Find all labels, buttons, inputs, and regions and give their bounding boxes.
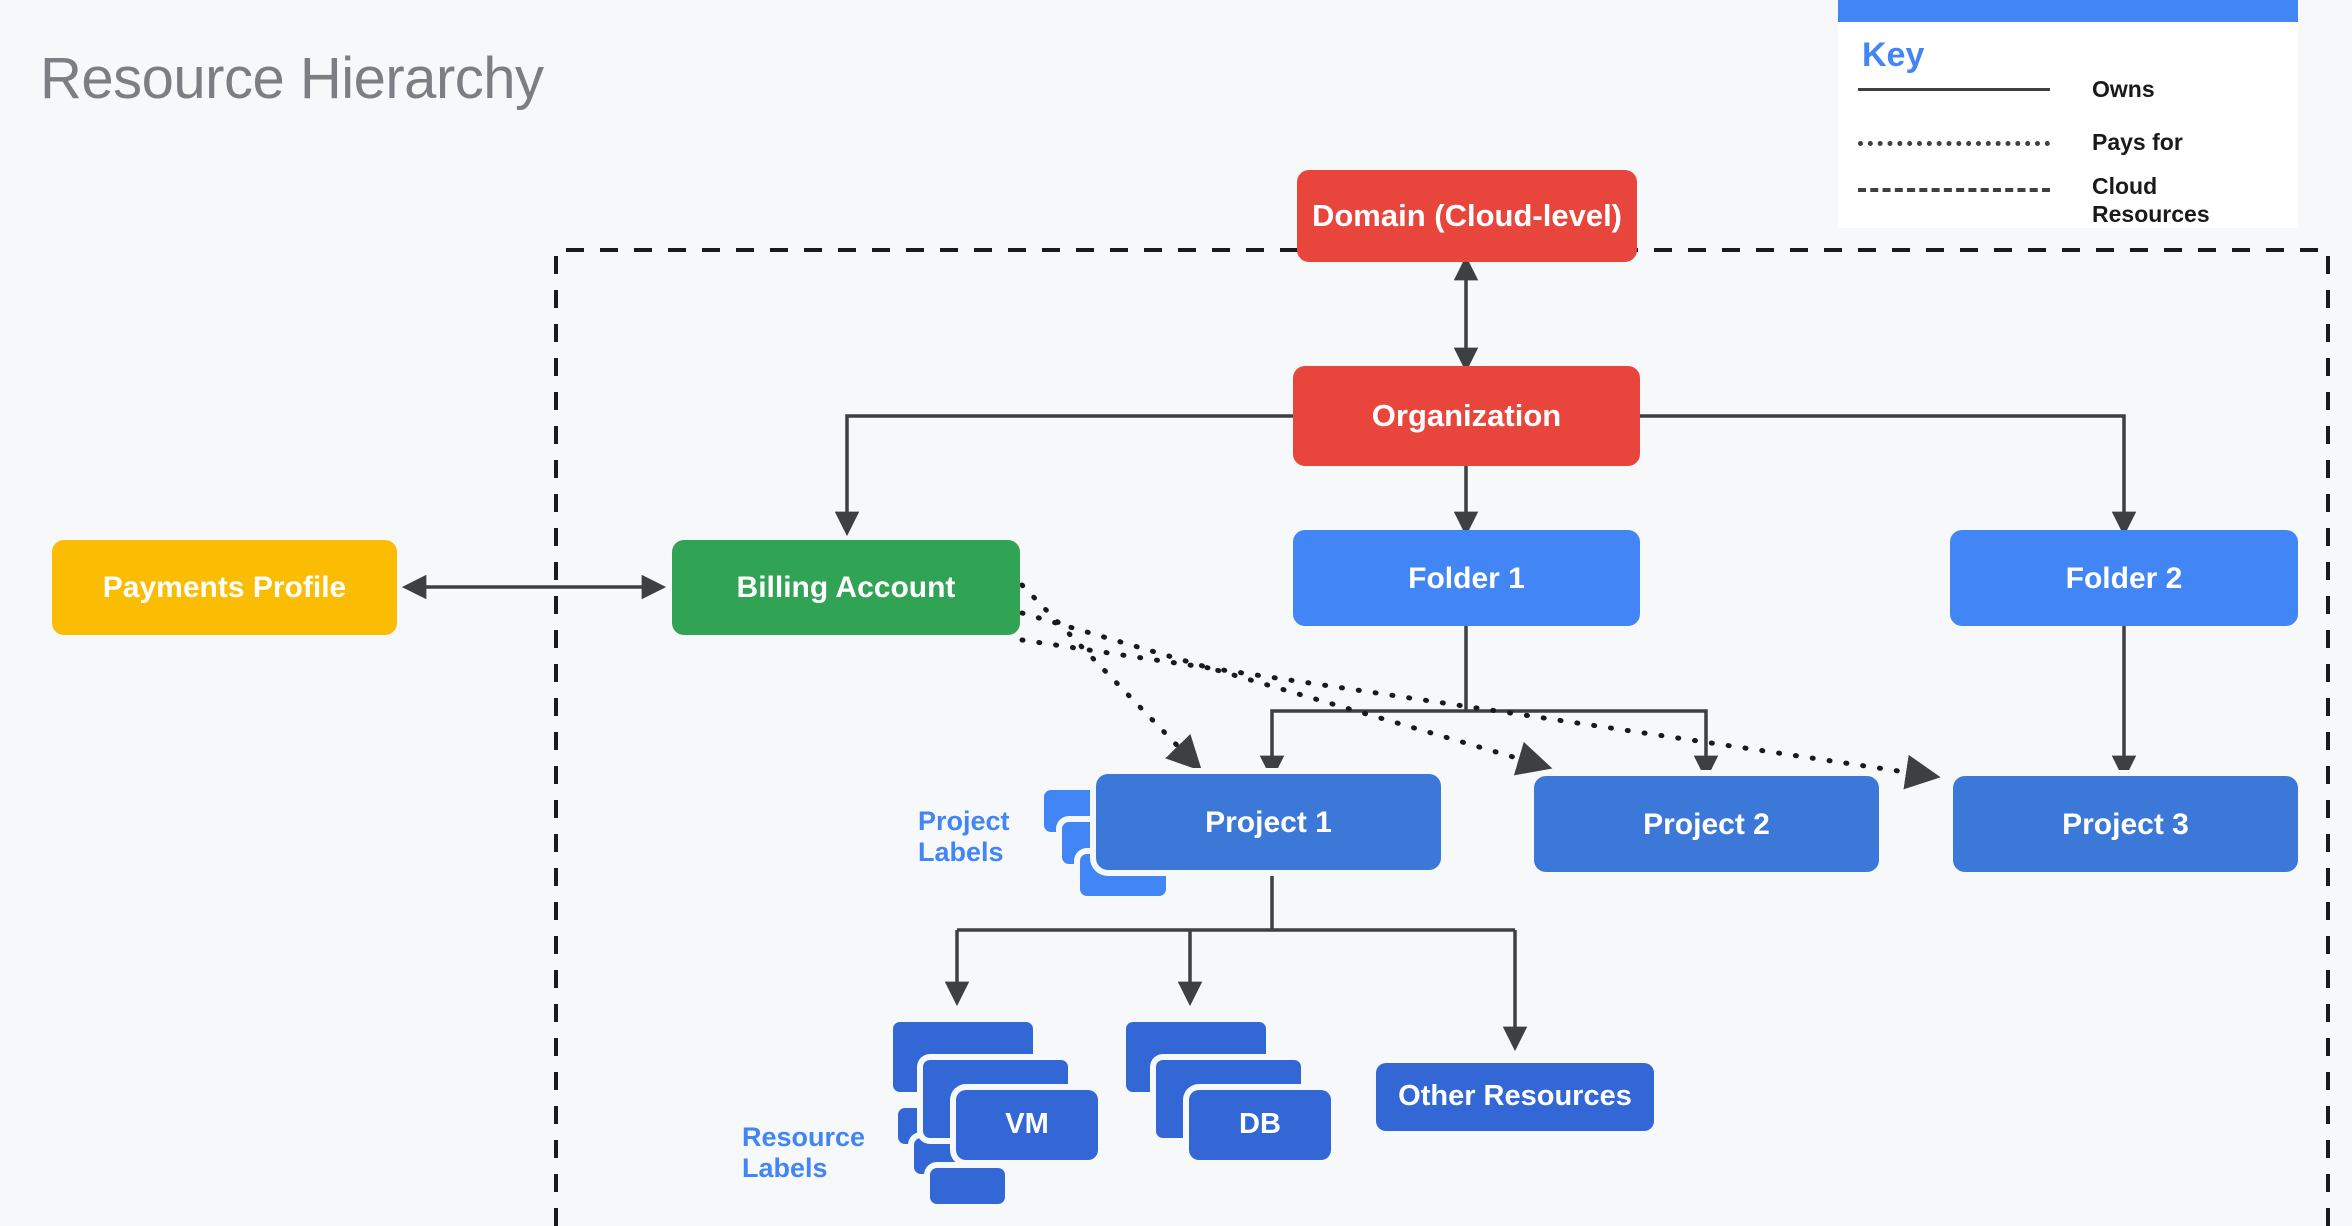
node-payments-profile[interactable]: Payments Profile <box>52 540 397 635</box>
node-other-resources[interactable]: Other Resources <box>1376 1063 1654 1131</box>
key-label-pays-for: Pays for <box>2092 129 2183 155</box>
node-other-resources-label: Other Resources <box>1398 1080 1632 1113</box>
edge-billing-project2-paysfor <box>1019 610 1553 776</box>
key-line-owns <box>1858 88 2050 91</box>
node-project-2-label: Project 2 <box>1643 807 1770 841</box>
edge-billing-project3-paysfor <box>1019 637 1941 790</box>
node-organization-label: Organization <box>1371 397 1562 433</box>
edge-organization-billing <box>834 414 1293 537</box>
key-line-cloud-resources <box>1858 188 2050 192</box>
node-folder-2-label: Folder 2 <box>2065 561 2183 595</box>
page-title: Resource Hierarchy <box>40 46 544 111</box>
resource-labels-line-1: Resource <box>742 1122 866 1152</box>
edge-organization-folder2 <box>1640 414 2137 537</box>
node-project-1-label: Project 1 <box>1205 805 1332 839</box>
node-folder-1[interactable]: Folder 1 <box>1293 530 1640 626</box>
node-organization[interactable]: Organization <box>1293 366 1640 466</box>
node-project-3-label: Project 3 <box>2062 807 2189 841</box>
node-payments-profile-label: Payments Profile <box>102 571 347 604</box>
key-label-cloud: Cloud <box>2092 173 2158 199</box>
node-billing-account-label: Billing Account <box>736 571 956 604</box>
node-project-2[interactable]: Project 2 <box>1534 776 1879 872</box>
edge-folder1-project2 <box>1466 709 1719 781</box>
project-labels-line-1: Project <box>918 806 1010 836</box>
project-labels-text: Project Labels <box>918 806 1038 868</box>
node-billing-account[interactable]: Billing Account <box>672 540 1020 635</box>
key-title: Key <box>1862 36 1925 74</box>
node-db[interactable]: DB <box>1189 1090 1331 1160</box>
node-domain-label: Domain (Cloud-level) <box>1311 197 1622 233</box>
project-labels-line-2: Labels <box>918 837 1004 868</box>
node-project-1[interactable]: Project 1 <box>1096 774 1441 870</box>
key-label-cloud-resources: Cloud Resources <box>2092 172 2272 228</box>
node-folder-2[interactable]: Folder 2 <box>1950 530 2298 626</box>
node-project-3[interactable]: Project 3 <box>1953 776 2298 872</box>
resource-labels-text: Resource Labels <box>742 1122 912 1184</box>
node-vm-label: VM <box>1005 1108 1049 1141</box>
resource-labels-line-2: Labels <box>742 1153 828 1184</box>
edge-folder1-project1 <box>1259 709 1466 781</box>
edge-billing-project1-paysfor <box>1019 582 1203 772</box>
key-label-owns: Owns <box>2092 76 2155 102</box>
node-folder-1-label: Folder 1 <box>1408 561 1525 595</box>
key-label-resources: Resources <box>2092 201 2210 228</box>
key-line-pays-for <box>1858 141 2050 146</box>
node-db-label: DB <box>1239 1108 1281 1141</box>
resource-label-chip-3 <box>930 1168 1005 1204</box>
node-domain[interactable]: Domain (Cloud-level) <box>1297 170 1637 262</box>
node-vm[interactable]: VM <box>956 1090 1098 1160</box>
